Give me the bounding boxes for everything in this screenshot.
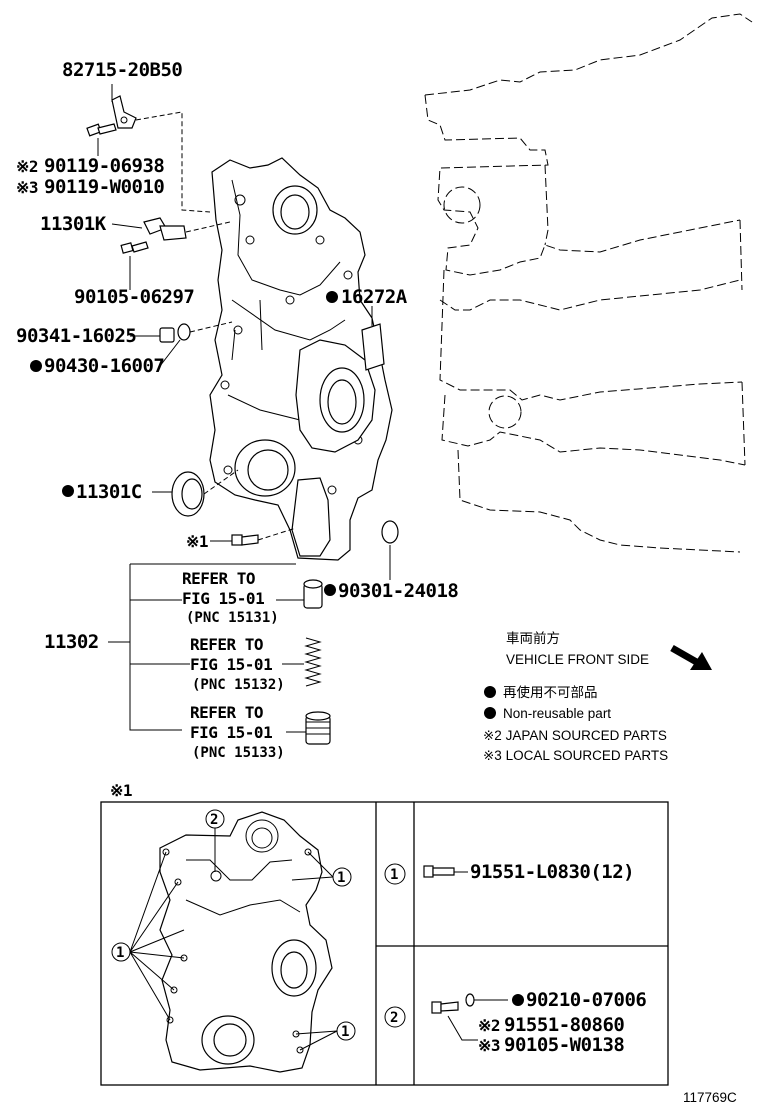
refer3-line1: REFER TO — [190, 703, 263, 722]
refer1-line2: FIG 15-01 — [182, 589, 264, 608]
bolt-90105 — [120, 241, 149, 254]
note1-mark: ※1 — [186, 532, 208, 551]
nonreusable-dot-90430 — [30, 360, 42, 372]
part-90119-06938-label: 90119-06938 — [44, 155, 164, 177]
part-90341-label: 90341-16025 — [16, 325, 136, 347]
part-11301k-label: 11301K — [40, 213, 107, 235]
refer3-line2: FIG 15-01 — [190, 723, 272, 742]
refer3-line3: (PNC 15133) — [192, 745, 285, 761]
nonreusable-dot-11301c — [62, 485, 74, 497]
legend-dot-1 — [484, 686, 496, 698]
legend-local: ※3 LOCAL SOURCED PARTS — [483, 748, 668, 763]
callout-1-right-top: 1 — [337, 870, 345, 886]
part-90119-w0010-label: 90119-W0010 — [44, 176, 164, 198]
row2-mark-local: ※3 — [478, 1036, 500, 1055]
part-82715-label: 82715-20B50 — [62, 59, 182, 81]
bracket-82715 — [111, 95, 137, 129]
relief-valve-plug-threaded — [305, 711, 331, 745]
part-11302-label: 11302 — [44, 631, 99, 653]
row2-number-circle — [384, 1006, 406, 1028]
callout-1-left: 1 — [116, 945, 124, 961]
callout-1-right-bottom: 1 — [341, 1024, 349, 1040]
refer2-line1: REFER TO — [190, 635, 263, 654]
detail-cover-drawing — [159, 811, 333, 1073]
mark-local-1: ※3 — [16, 178, 38, 197]
nonreusable-dot-90301 — [324, 584, 336, 596]
oring-90301 — [381, 520, 399, 544]
oil-seal-11301c — [171, 471, 205, 517]
refer2-line2: FIG 15-01 — [190, 655, 272, 674]
timing-chain-cover — [209, 157, 393, 561]
nonreusable-dot-90210 — [512, 994, 524, 1006]
gasket-90210 — [465, 993, 475, 1007]
detail-box — [100, 801, 669, 1086]
detail-callouts: 2 1 1 1 — [111, 809, 356, 1051]
detail-box-title: ※1 — [110, 781, 132, 800]
part-11301c-label: 11301C — [76, 481, 142, 503]
row2-part-c-label: 90105-W0138 — [504, 1034, 624, 1056]
row1-number: 1 — [390, 867, 398, 883]
part-90430-label: 90430-16007 — [44, 355, 164, 377]
row1-part-label: 91551-L0830(12) — [470, 861, 634, 883]
part-90105-label: 90105-06297 — [74, 286, 194, 308]
vehicle-front-jp: 車両前方 — [506, 630, 560, 646]
row2-number: 2 — [390, 1010, 398, 1026]
diagram-id: 117769C — [683, 1090, 737, 1105]
pressure-relief-valve-plug — [303, 579, 323, 609]
row1-number-circle — [384, 863, 406, 885]
legend-nonreuse-jp: 再使用不可部品 — [503, 684, 598, 700]
bolt-90119 — [86, 123, 117, 137]
gasket-16272a — [361, 323, 385, 371]
engine-block-outline — [424, 13, 753, 553]
refer1-line3: (PNC 15131) — [186, 610, 279, 626]
legend-japan: ※2 JAPAN SOURCED PARTS — [483, 728, 667, 743]
row2-part-b-label: 91551-80860 — [504, 1014, 624, 1036]
bolt-91551-l0830 — [423, 865, 455, 878]
nonreusable-dot-16272a — [326, 291, 338, 303]
bolt-note1 — [231, 534, 259, 546]
row2-part-a-label: 90210-07006 — [526, 989, 646, 1011]
gasket-90430 — [177, 323, 191, 341]
part-16272a-label: 16272A — [341, 286, 408, 308]
row2-mark-japan: ※2 — [478, 1016, 500, 1035]
refer1-line1: REFER TO — [182, 569, 255, 588]
callout-2-top: 2 — [210, 812, 218, 828]
vehicle-front-en: VEHICLE FRONT SIDE — [506, 652, 649, 667]
front-arrow-icon — [670, 644, 712, 670]
relief-valve-spring — [304, 637, 322, 687]
part-90301-label: 90301-24018 — [338, 580, 458, 602]
legend-nonreuse-en: Non-reusable part — [503, 706, 611, 721]
bolt-91551-80860 — [431, 1001, 459, 1014]
mark-japan-1: ※2 — [16, 157, 38, 176]
legend-dot-2 — [484, 707, 496, 719]
plug-90341 — [159, 327, 175, 343]
refer2-line3: (PNC 15132) — [192, 677, 285, 693]
sensor-11301k — [143, 217, 187, 241]
